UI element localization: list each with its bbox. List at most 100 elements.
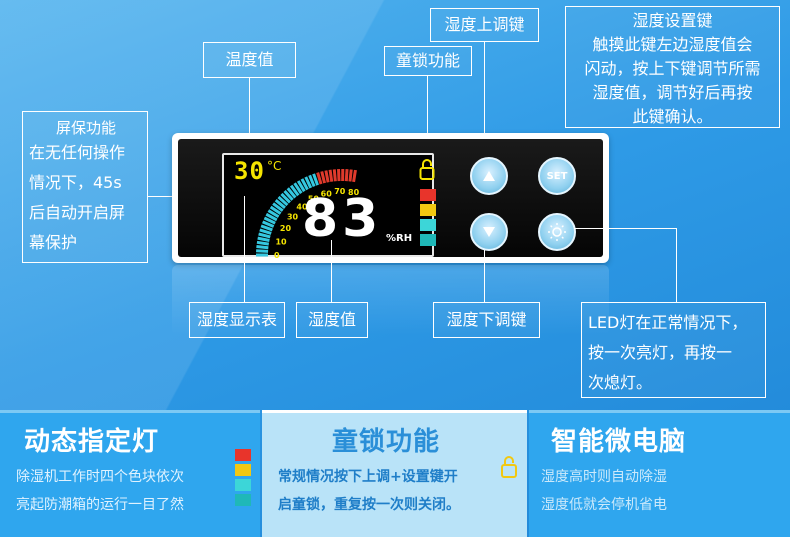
screensaver-title: 屏保功能 [55, 119, 116, 137]
gauge-tick [272, 202, 284, 212]
connector-line [244, 196, 245, 302]
child-lock-top-label: 童锁功能 [395, 51, 460, 70]
connector-line [484, 250, 485, 302]
gauge-tick [332, 169, 337, 182]
connector-line [574, 228, 676, 229]
set-button[interactable]: SET [538, 157, 576, 195]
lock-icon [500, 455, 518, 479]
gauge-tick [267, 209, 280, 219]
gauge-scale-label: 40 [296, 202, 308, 211]
screensaver-line-2: 情况下，45s [29, 173, 122, 192]
connector-line [249, 78, 250, 138]
feature-line: 启童锁，重复按一次则关闭。 [278, 497, 460, 513]
color-block-yellow [235, 464, 251, 476]
gauge-tick [328, 169, 334, 182]
lcd-temperature: 30 [234, 157, 265, 185]
lcd-humidity: 83 [302, 189, 383, 249]
gauge-tick [283, 190, 294, 201]
gauge-scale-label: 80 [348, 188, 360, 197]
gauge-tick [256, 240, 270, 246]
screensaver-line-4: 幕保护 [29, 233, 78, 252]
humidity-value-callout-bottom: 湿度值 [296, 302, 368, 338]
screensaver-line-1: 在无任何操作 [29, 143, 126, 162]
led-button[interactable] [538, 213, 576, 251]
set-key-title: 湿度设置键 [632, 11, 713, 30]
indicator-block-teal [420, 234, 436, 246]
humidity-up-label: 湿度上调键 [444, 15, 525, 34]
feature-line: 湿度低就会停机省电 [541, 497, 667, 513]
gauge-tick [263, 216, 276, 225]
gauge-tick [277, 195, 289, 207]
gauge-tick [262, 220, 275, 228]
feature-title: 智能微电脑 [551, 427, 687, 457]
child-lock-callout-top: 童锁功能 [384, 46, 472, 76]
gauge-tick [265, 212, 278, 222]
connector-line [676, 228, 677, 302]
humidity-down-label: 湿度下调键 [446, 310, 527, 329]
connector-line [427, 76, 428, 146]
feature-title: 动态指定灯 [24, 427, 160, 457]
humidity-down-callout: 湿度下调键 [433, 302, 540, 338]
lock-icon [419, 159, 435, 181]
connector-line [331, 240, 332, 302]
gauge-tick [289, 184, 300, 197]
feature-child-lock: 童锁功能 常规情况按下上调+设置键开 启童锁，重复按一次则关闭。 [262, 410, 527, 537]
lcd-humidity-unit: %RH [386, 233, 413, 244]
gauge-tick [293, 182, 303, 195]
gauge-tick [269, 205, 282, 215]
humidity-up-button[interactable] [470, 157, 508, 195]
set-key-line-3: 湿度值，调节好后再按 [592, 83, 753, 102]
gauge-tick [352, 169, 357, 183]
gauge-tick [257, 236, 270, 242]
led-callout: LED灯在正常情况下， 按一次亮灯，再按一 次熄灯。 [581, 302, 766, 398]
gauge-tick [258, 232, 271, 239]
triangle-down-icon [483, 227, 495, 237]
screensaver-callout: 屏保功能 在无任何操作 情况下，45s 后自动开启屏 幕保护 [22, 111, 148, 263]
humidity-up-callout: 湿度上调键 [430, 8, 539, 42]
set-key-line-1: 触摸此键左边湿度值会 [592, 35, 753, 54]
humidity-display-callout: 湿度显示表 [189, 302, 285, 338]
lcd-temp-unit: °C [267, 159, 282, 173]
set-key-callout: 湿度设置键 触摸此键左边湿度值会 闪动，按上下键调节所需 湿度值，调节好后再按 … [565, 6, 780, 128]
color-block-teal [235, 494, 251, 506]
gauge-tick [344, 169, 349, 182]
led-line-1: LED灯在正常情况下， [588, 313, 748, 332]
gauge-tick [308, 174, 316, 188]
gauge-scale-label: 70 [334, 187, 346, 196]
humidity-display-label: 湿度显示表 [196, 310, 277, 329]
feature-line: 除湿机工作时四个色块依次 [16, 469, 184, 485]
gauge-tick [316, 172, 323, 185]
feature-line: 湿度高时则自动除湿 [541, 469, 667, 485]
light-bulb-icon [548, 223, 566, 241]
gauge-tick [324, 170, 330, 183]
gauge-tick [256, 245, 269, 250]
gauge-tick [286, 187, 297, 199]
gauge-scale-label: 10 [275, 237, 287, 246]
set-key-line-4: 此键确认。 [632, 107, 713, 126]
gauge-scale-label: 30 [287, 212, 299, 221]
triangle-up-icon [483, 171, 495, 181]
set-button-label: SET [546, 170, 568, 182]
gauge-scale-label: 0 [274, 251, 280, 260]
humidity-value-bottom-label: 湿度值 [307, 310, 356, 329]
gauge-tick [280, 192, 291, 204]
gauge-tick [256, 249, 269, 253]
color-block-red [235, 449, 251, 461]
feature-smart-computer: 智能微电脑 湿度高时则自动除湿 湿度低就会停机省电 [529, 410, 790, 537]
gauge-tick [296, 180, 306, 193]
gauge-tick [259, 228, 272, 235]
gauge-tick [300, 178, 309, 191]
indicator-block-cyan [420, 219, 436, 231]
humidity-down-button[interactable] [470, 213, 508, 251]
gauge-tick [260, 224, 273, 232]
feature-dynamic-light: 动态指定灯 除湿机工作时四个色块依次 亮起防潮箱的运行一目了然 [0, 410, 260, 537]
gauge-tick [348, 169, 353, 182]
indicator-block-yellow [420, 204, 436, 216]
color-block-cyan [235, 479, 251, 491]
led-line-2: 按一次亮灯，再按一 [588, 343, 733, 362]
gauge-scale-label: 20 [280, 224, 292, 233]
set-key-line-2: 闪动，按上下键调节所需 [584, 59, 761, 78]
